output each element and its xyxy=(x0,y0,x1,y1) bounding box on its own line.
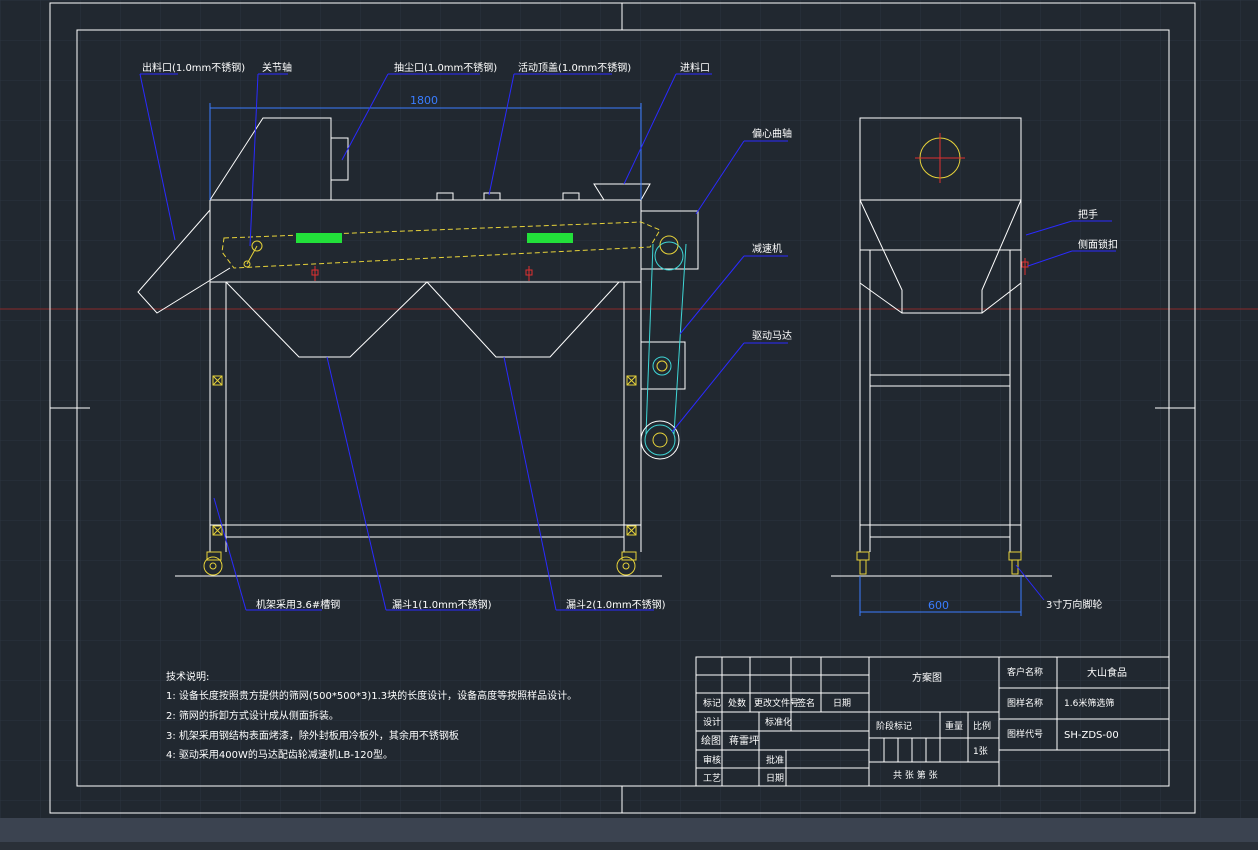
tb-scheme-title: 方案图 xyxy=(912,671,942,684)
drive-pulleys xyxy=(652,235,679,448)
tb-scale: 比例 xyxy=(973,720,991,732)
notes-line-4: 4: 驱动采用400W的马达配齿轮减速机LB-120型。 xyxy=(166,748,393,761)
bolt-markers xyxy=(212,375,637,536)
tb-process: 工艺 xyxy=(703,773,721,784)
title-block xyxy=(695,656,1170,787)
tb-check: 审核 xyxy=(703,754,721,766)
tb-sign: 签名 xyxy=(797,697,815,709)
status-bar-lower xyxy=(0,842,1258,850)
notes-title: 技术说明: xyxy=(166,670,209,683)
side-inlet-circle xyxy=(915,133,965,183)
screen-window-2 xyxy=(527,233,573,243)
motor-circle xyxy=(640,420,680,460)
notes-line-2: 2: 筛网的拆卸方式设计成从侧面拆装。 xyxy=(166,709,339,722)
tb-count: 处数 xyxy=(728,697,746,709)
dimension-width xyxy=(859,576,1022,616)
label-motor: 驱动马达 xyxy=(752,330,792,342)
tb-approve: 批准 xyxy=(766,754,784,766)
tb-date-2: 日期 xyxy=(766,773,784,784)
dimension-length-text: 1800 xyxy=(410,94,438,107)
leader-lines-side xyxy=(1015,220,1116,601)
tb-mark: 标记 xyxy=(703,697,721,709)
tb-client-value: 大山食品 xyxy=(1087,666,1127,679)
tb-name-label: 图样名称 xyxy=(1007,697,1043,709)
dimension-length xyxy=(209,103,642,200)
tb-weight: 重量 xyxy=(945,720,963,732)
screen-window-1 xyxy=(296,233,342,243)
label-hopper1: 漏斗1(1.0mm不锈钢) xyxy=(392,598,492,611)
notes-line-1: 1: 设备长度按照贵方提供的筛网(500*500*3)1.3块的长度设计，设备高… xyxy=(166,689,577,702)
tb-change-doc: 更改文件号 xyxy=(754,697,799,709)
tb-code-label: 图样代号 xyxy=(1007,728,1043,740)
label-dust-port: 抽尘口(1.0mm不锈钢) xyxy=(394,61,497,74)
label-top-cover: 活动顶盖(1.0mm不锈钢) xyxy=(518,61,631,74)
side-view xyxy=(831,117,1052,577)
tb-drawer: 蒋雷坪 xyxy=(729,734,759,747)
label-handle: 把手 xyxy=(1078,208,1098,221)
tb-standard: 标准化 xyxy=(765,716,792,728)
label-frame: 机架采用3.6#槽钢 xyxy=(256,598,340,611)
screen-tray xyxy=(221,221,661,269)
label-outlet: 出料口(1.0mm不锈钢) xyxy=(142,61,245,74)
label-eccentric: 偏心曲轴 xyxy=(752,127,792,140)
tb-scale-value: 1张 xyxy=(973,746,988,757)
label-caster: 3寸万向脚轮 xyxy=(1046,598,1102,611)
drive-belt xyxy=(644,241,687,456)
technical-notes: 技术说明: 1: 设备长度按照贵方提供的筛网(500*500*3)1.3块的长度… xyxy=(166,670,577,761)
side-hooks xyxy=(1021,258,1029,275)
tb-date: 日期 xyxy=(833,698,851,709)
tb-code-value: SH-ZDS-00 xyxy=(1064,730,1119,741)
leader-lines-front xyxy=(139,73,788,611)
joint-linkage xyxy=(243,240,263,268)
dimension-width-text: 600 xyxy=(928,599,949,612)
label-hopper2: 漏斗2(1.0mm不锈钢) xyxy=(566,598,666,611)
status-bar xyxy=(0,818,1258,842)
label-side-door: 侧面锁扣 xyxy=(1078,238,1118,251)
label-switch: 关节轴 xyxy=(262,61,292,74)
tb-stage: 阶段标记 xyxy=(876,720,912,732)
notes-line-3: 3: 机架采用钢结构表面烤漆，除外封板用冷板外，其余用不锈钢板 xyxy=(166,729,459,742)
label-reducer: 减速机 xyxy=(752,242,782,255)
tb-name-value: 1.6米筛选筛 xyxy=(1064,697,1114,709)
label-inlet: 进料口 xyxy=(680,61,710,74)
tray-hooks xyxy=(311,266,533,281)
tb-design: 设计 xyxy=(703,716,721,728)
title-block-text: 标记 处数 更改文件号 签名 日期 设计 标准化 绘图 蒋雷坪 审核 批准 工艺… xyxy=(701,666,1127,784)
tb-drawing: 绘图 xyxy=(701,734,721,747)
tb-client-label: 客户名称 xyxy=(1007,666,1043,678)
caster-wheels-front xyxy=(203,551,637,576)
tb-sheets: 共 张 第 张 xyxy=(893,769,938,781)
